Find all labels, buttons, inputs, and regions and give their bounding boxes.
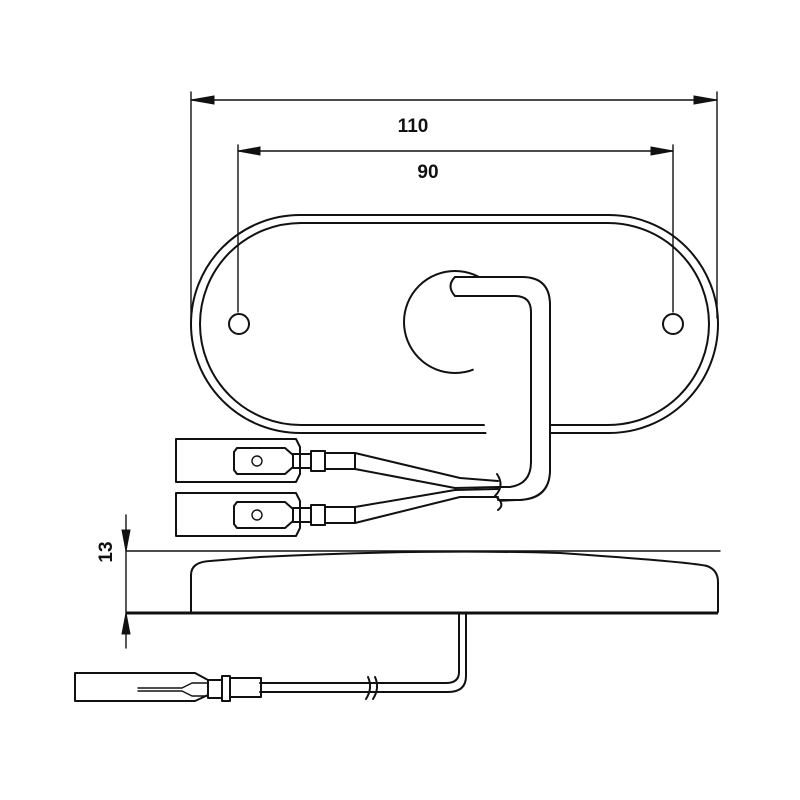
connector-hole-lower: [251, 509, 263, 521]
lamp-top-view: [190, 214, 719, 434]
dimension-height: 13: [96, 514, 721, 649]
dimension-label-13: 13: [96, 541, 117, 562]
cable-side-view: [259, 613, 467, 700]
cable-break-mark: [365, 676, 379, 700]
dimension-overall-length: 110: [190, 91, 718, 319]
lamp-side-view: [126, 550, 719, 615]
mounting-hole-right: [662, 313, 684, 335]
mounting-hole-left: [228, 313, 250, 335]
dimension-label-110: 110: [398, 116, 429, 137]
connector-lower: [175, 488, 499, 537]
connector-upper: [175, 438, 499, 489]
connector-side-view: [74, 672, 262, 702]
dimension-label-90: 90: [417, 162, 438, 183]
dimension-hole-spacing: 90: [237, 144, 674, 313]
cable-top-view: [449, 276, 551, 511]
connector-hole-upper: [251, 455, 263, 467]
